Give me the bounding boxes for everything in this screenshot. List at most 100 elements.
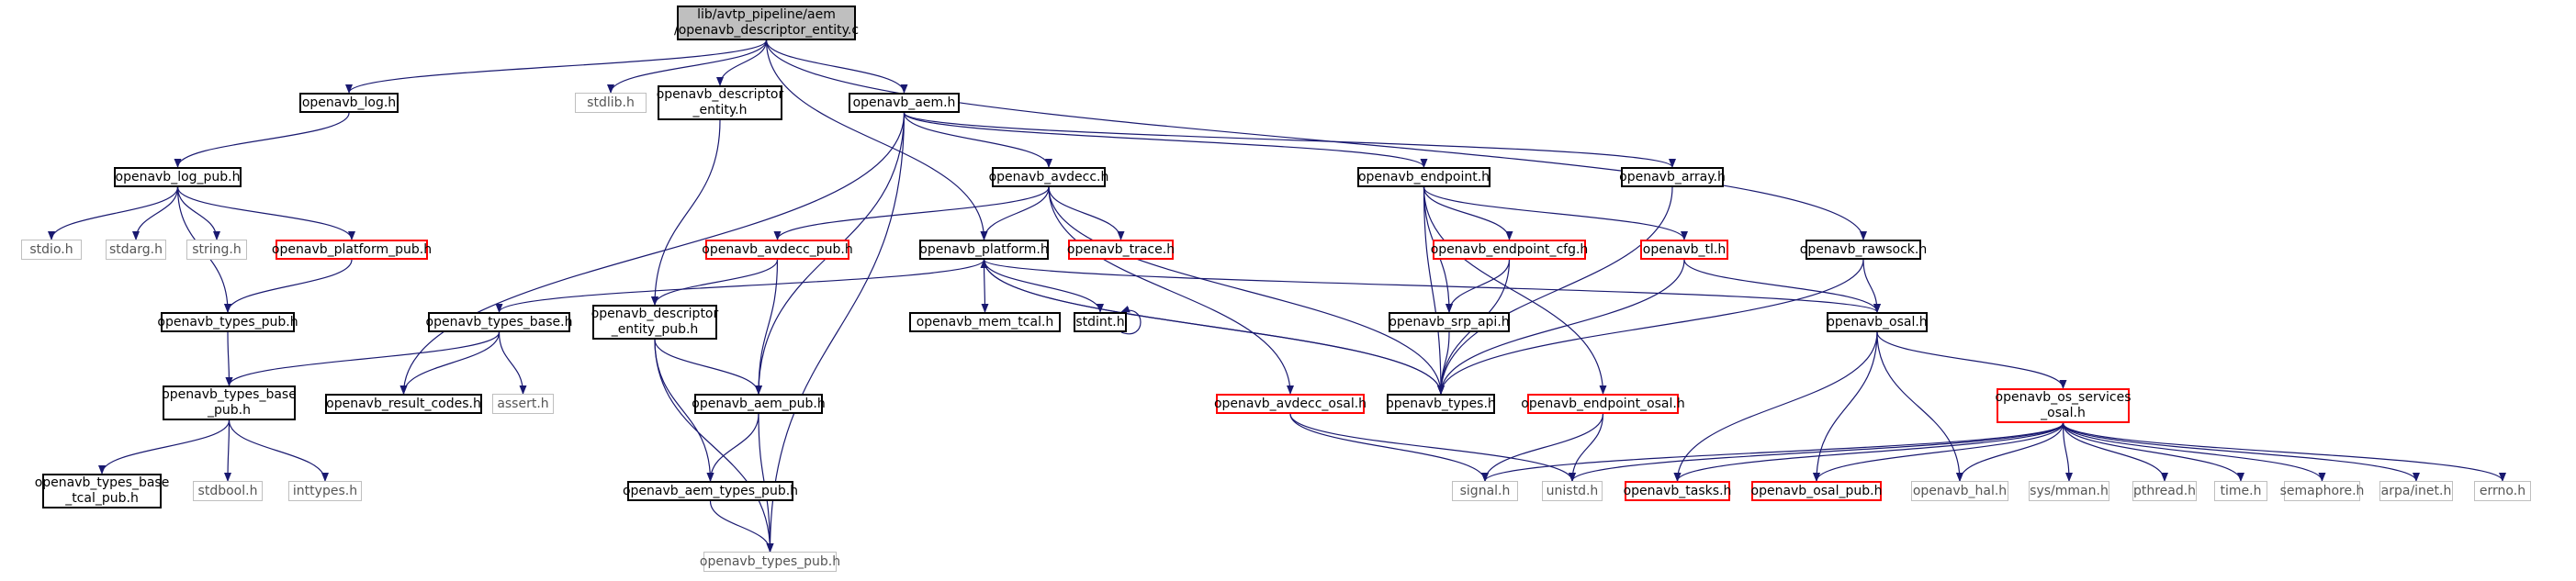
node-openavb-trace-h[interactable]: openavb_trace.h <box>1067 240 1175 260</box>
node-stdarg-h: stdarg.h <box>106 240 166 260</box>
edge-endpoint_cfg-to-srp_api <box>1445 259 1511 313</box>
node-openavb-platform-h[interactable]: openavb_platform.h <box>919 240 1049 260</box>
edge-aem_h-to-avdecc_h <box>903 112 1052 168</box>
edge-os_services-to-osal_pub <box>1813 422 2064 482</box>
edge-desc_entity_pub-to-aem_types_pub_h <box>654 339 774 553</box>
node-stdbool-h: stdbool.h <box>193 481 263 501</box>
edge-endpoint_h-to-endpoint_osal <box>1423 186 1607 395</box>
edge-root-to-log <box>345 39 768 94</box>
edge-root-to-stdlib <box>607 39 768 94</box>
edge-types_base-to-assert <box>498 331 527 395</box>
edge-os_services-to-pthread <box>2062 422 2168 482</box>
edge-endpoint_h-to-tl_h <box>1423 186 1688 240</box>
node-openavb-avdecc-osal-h[interactable]: openavb_avdecc_osal.h <box>1214 394 1367 414</box>
node-openavb-result-codes-h[interactable]: openavb_result_codes.h <box>325 394 482 414</box>
node-signal-h: signal.h <box>1452 481 1518 501</box>
node-openavb-os-services-osal-h[interactable]: openavb_os_services _osal.h <box>1996 388 2132 423</box>
edge-platform_h-to-stdint <box>983 259 1104 313</box>
node-openavb-hal-h: openavb_hal.h <box>1911 481 2008 501</box>
node-openavb-descriptor-entity-pub-h[interactable]: openavb_descriptor _entity_pub.h <box>591 305 718 340</box>
edge-avdecc_h-to-types_h <box>1048 186 1445 395</box>
node-stdlib-h: stdlib.h <box>575 93 647 113</box>
edge-rawsock-to-types_h <box>1437 259 1864 395</box>
edge-types_base_pub-to-stdbool <box>224 419 232 482</box>
edge-log-to-log_pub <box>174 112 350 168</box>
edge-avdecc_osal-to-unistd <box>1289 413 1576 482</box>
node-openavb-endpoint-h[interactable]: openavb_endpoint.h <box>1357 167 1490 187</box>
node-unistd-h: unistd.h <box>1542 481 1603 501</box>
edge-avdecc_pub-to-aem_pub <box>755 259 779 395</box>
edge-tl_h-to-osal_h <box>1683 259 1881 313</box>
edge-endpoint_h-to-types_h <box>1423 186 1445 395</box>
node-openavb-tasks-h[interactable]: openavb_tasks.h <box>1624 481 1731 501</box>
node-openavb-osal-h[interactable]: openavb_osal.h <box>1827 312 1928 332</box>
node-openavb-endpoint-cfg-h[interactable]: openavb_endpoint_cfg.h <box>1431 240 1588 260</box>
edge-rawsock-to-osal_h <box>1862 259 1881 313</box>
node-openavb-osal-pub-h[interactable]: openavb_osal_pub.h <box>1751 481 1883 501</box>
edge-osal_h-to-tasks <box>1673 331 1878 482</box>
edge-avdecc_osal-to-signal <box>1289 413 1489 482</box>
node-openavb-srp-api-h[interactable]: openavb_srp_api.h <box>1389 312 1510 332</box>
edge-os_services-to-semaphore <box>2062 422 2326 482</box>
node-openavb-types-base-pub-h[interactable]: openavb_types_base _pub.h <box>162 385 297 420</box>
edge-root-to-aem_h <box>765 39 908 94</box>
edge-log_pub-to-platform_pub <box>176 186 355 240</box>
node-openavb-aem-types-pub-h[interactable]: openavb_aem_types_pub.h <box>623 481 798 501</box>
edge-os_services-to-inet <box>2062 422 2420 482</box>
node-openavb-mem-tcal-h[interactable]: openavb_mem_tcal.h <box>909 312 1061 332</box>
edge-aem_h-to-array_h <box>903 112 1676 168</box>
node-openavb-platform-pub-h[interactable]: openavb_platform_pub.h <box>272 240 432 260</box>
node-openavb-rawsock-h[interactable]: openavb_rawsock.h <box>1800 240 1927 260</box>
edge-root-to-rawsock <box>765 39 1867 240</box>
node-openavb-types-h[interactable]: openavb_types.h <box>1386 394 1496 414</box>
node-assert-h: assert.h <box>492 394 554 414</box>
edge-stdint-to-stdint <box>1120 305 1142 335</box>
node-openavb-aem-h[interactable]: openavb_aem.h <box>849 93 960 113</box>
edge-types_base_pub-to-types_base_tcal <box>98 419 231 475</box>
edge-array_h-to-types_h <box>1437 186 1673 395</box>
node-openavb-log-pub-h[interactable]: openavb_log_pub.h <box>114 167 242 187</box>
edge-os_services-to-hal <box>1956 422 2064 482</box>
node-openavb-types-base-h[interactable]: openavb_types_base.h <box>426 312 572 332</box>
edge-platform_h-to-osal_h <box>983 259 1881 313</box>
node-sys-mman-h: sys/mman.h <box>2029 481 2109 501</box>
node-openavb-endpoint-osal-h[interactable]: openavb_endpoint_osal.h <box>1521 394 1685 414</box>
edge-types_base-to-types_base_pub <box>225 331 501 386</box>
node-string-h: string.h <box>186 240 247 260</box>
node-openavb-avdecc-h[interactable]: openavb_avdecc.h <box>989 167 1108 187</box>
edge-root-to-desc_entity_h <box>716 39 768 86</box>
edge-aem_pub-to-aem_types_pub <box>706 413 759 482</box>
edge-platform_h-to-types_base <box>495 259 985 313</box>
edge-desc_entity_pub-to-aem_pub <box>654 339 762 395</box>
node-openavb-aem-pub-h[interactable]: openavb_aem_pub.h <box>692 394 826 414</box>
node-pthread-h: pthread.h <box>2132 481 2197 501</box>
edge-desc_entity_h-to-desc_entity_pub <box>651 119 721 306</box>
edge-os_services-to-mman <box>2062 422 2073 482</box>
edge-avdecc_h-to-avdecc_osal <box>1048 186 1294 395</box>
edge-os_services-to-signal <box>1481 422 2064 482</box>
edge-osal_h-to-os_services <box>1876 331 2067 389</box>
edge-platform_h-to-mem_tcal <box>981 259 989 313</box>
edge-os_services-to-errno <box>2062 422 2506 482</box>
node-openavb-tl-h[interactable]: openavb_tl.h <box>1640 240 1728 260</box>
node-openavb-types-base-tcal-pub-h[interactable]: openavb_types_base _tcal_pub.h <box>35 474 169 508</box>
edge-log_pub-to-stdio <box>48 186 179 240</box>
edge-aem_types_pub-to-aem_types_pub_h <box>709 500 774 553</box>
node-semaphore-h: semaphore.h <box>2280 481 2364 501</box>
node-openavb-types-pub-h[interactable]: openavb_types_pub.h <box>157 312 298 332</box>
edge-types_base_pub-to-inttypes <box>228 419 329 482</box>
node-root-file[interactable]: lib/avtp_pipeline/aem /openavb_descripto… <box>674 6 859 40</box>
node-stdint-h[interactable]: stdint.h <box>1074 312 1127 332</box>
edge-endpoint_osal-to-signal <box>1481 413 1604 482</box>
edge-osal_h-to-osal_pub <box>1813 331 1878 482</box>
edge-os_services-to-unistd <box>1569 422 2064 482</box>
edge-avdecc_h-to-trace_h <box>1048 186 1125 240</box>
node-openavb-descriptor-entity-h[interactable]: openavb_descriptor _entity.h <box>657 85 783 120</box>
node-stdio-h: stdio.h <box>21 240 82 260</box>
node-openavb-array-h[interactable]: openavb_array.h <box>1619 167 1726 187</box>
edge-layer <box>48 39 2506 553</box>
node-openavb-avdecc-pub-h[interactable]: openavb_avdecc_pub.h <box>702 240 853 260</box>
node-errno-h: errno.h <box>2474 481 2531 501</box>
node-openavb-log-h[interactable]: openavb_log.h <box>299 93 399 113</box>
